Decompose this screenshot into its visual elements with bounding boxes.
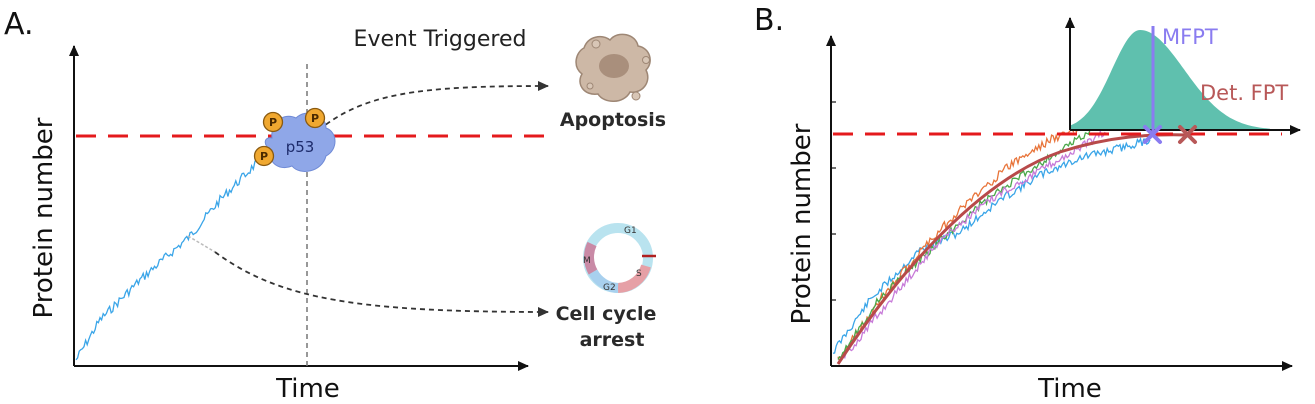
panel-b-x-axis-label: Time bbox=[1037, 374, 1102, 404]
apoptosis-label: Apoptosis bbox=[560, 109, 666, 131]
panel-a: A. Protein number Time Event Triggered p… bbox=[4, 7, 666, 404]
phospho-dot-2 bbox=[304, 107, 326, 129]
phospho-dot-3 bbox=[253, 145, 275, 167]
trajectory-orange bbox=[837, 125, 1079, 364]
det-fpt-label: Det. FPT bbox=[1200, 81, 1288, 105]
panel-a-trajectory bbox=[75, 147, 269, 361]
mfpt-marker bbox=[1143, 125, 1162, 144]
cell-cycle-arrest-label-1: Cell cycle bbox=[556, 303, 657, 325]
p53-label: p53 bbox=[286, 138, 315, 156]
phase-g2-label: G2 bbox=[603, 283, 616, 293]
det-fpt-marker bbox=[1178, 125, 1197, 144]
trajectory-purple bbox=[839, 128, 1106, 361]
trajectory-blue bbox=[832, 137, 1151, 354]
arrow-to-apoptosis bbox=[311, 81, 549, 137]
phospho-label-2: P bbox=[311, 112, 319, 125]
event-triggered-label: Event Triggered bbox=[354, 27, 527, 52]
panel-b-y-ticks bbox=[831, 101, 836, 301]
cell-cycle-ring-icon: G1 S G2 M bbox=[583, 223, 656, 293]
phase-s-label: S bbox=[636, 269, 642, 279]
phospho-label-1: P bbox=[269, 116, 277, 129]
phospho-dot-1 bbox=[262, 111, 284, 133]
apoptotic-cell-icon bbox=[575, 33, 651, 102]
panel-b: B. Protein number Time MFPT Det. bbox=[754, 3, 1301, 404]
panel-a-label: A. bbox=[4, 7, 34, 42]
phase-g1-label: G1 bbox=[624, 226, 637, 236]
phospho-label-3: P bbox=[260, 150, 268, 163]
p53-protein-icon: p53 P P P bbox=[253, 107, 336, 172]
arrow-to-cell-cycle-arrest bbox=[214, 251, 549, 317]
fpt-distribution-inset bbox=[1065, 17, 1301, 135]
panel-a-x-axis-label: Time bbox=[275, 374, 340, 404]
arrest-branch-fade bbox=[187, 235, 216, 253]
mfpt-label: MFPT bbox=[1162, 25, 1218, 49]
deterministic-curve bbox=[836, 133, 1189, 365]
cell-cycle-arrest-label-2: arrest bbox=[580, 329, 645, 351]
panel-a-y-axis-label: Protein number bbox=[29, 117, 59, 318]
phase-m-label: M bbox=[583, 256, 591, 266]
trajectory-green bbox=[837, 129, 1091, 360]
panel-b-label: B. bbox=[754, 3, 784, 38]
panel-b-y-axis-label: Protein number bbox=[787, 123, 817, 324]
fpt-distribution bbox=[1070, 30, 1270, 130]
